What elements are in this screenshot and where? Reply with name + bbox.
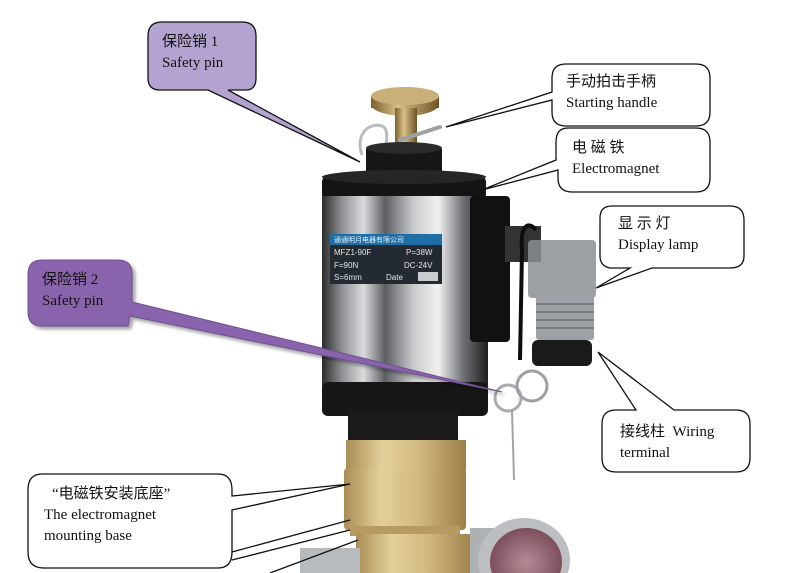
callout-mounting-base-en1: The electromagnet (44, 507, 157, 523)
nameplate-date-label: Date (386, 273, 403, 282)
callout-display-lamp: 显 示 灯 Display lamp (618, 214, 738, 256)
callout-starting-handle-bubble (445, 63, 711, 128)
callout-starting-handle-en: Starting handle (566, 95, 658, 111)
callout-starting-handle: 手动拍击手柄 Starting handle (566, 72, 657, 114)
nameplate-force: F=90N (334, 261, 359, 270)
callout-wiring-terminal-en2: terminal (620, 445, 670, 461)
callout-safety-pin-2-en: Safety pin (42, 293, 104, 309)
callout-safety-pin-1-cn: 保险销 1 (162, 34, 219, 50)
callout-mounting-base-cn: “电磁铁安装底座” (52, 486, 171, 502)
nameplate-company: 通通明月电器有限公司 (334, 237, 404, 244)
callout-safety-pin-1-bubble (147, 21, 361, 163)
starting-handle-knob (371, 87, 439, 144)
callout-starting-handle-cn: 手动拍击手柄 (566, 74, 657, 90)
callout-safety-pin-2-bubble (27, 259, 503, 393)
callout-electromagnet-en: Electromagnet (572, 161, 660, 177)
callout-wiring-terminal-bubble (597, 351, 751, 473)
callout-display-lamp-en: Display lamp (618, 237, 699, 253)
callout-safety-pin-1-en: Safety pin (162, 55, 224, 71)
callout-wiring-terminal-line1: 接线柱 Wiring (620, 424, 715, 440)
callout-safety-pin-2: 保险销 2 Safety pin (42, 270, 103, 312)
callout-electromagnet-cn: 电 磁 铁 (572, 140, 625, 156)
callout-mounting-base-bubble (27, 473, 359, 573)
nameplate-voltage: DC-24V (404, 261, 433, 270)
nameplate-power: P=38W (406, 248, 433, 257)
nameplate-stroke: S=6mm (334, 273, 362, 282)
callout-wiring-terminal: 接线柱 Wiring terminal (620, 422, 714, 464)
nameplate-model: MFZ1-90F (334, 248, 372, 257)
callout-safety-pin-2-cn: 保险销 2 (42, 272, 99, 288)
callout-mounting-base: “电磁铁安装底座” The electromagnet mounting bas… (44, 484, 226, 547)
callout-safety-pin-1: 保险销 1 Safety pin (162, 32, 223, 74)
callout-display-lamp-cn: 显 示 灯 (618, 216, 671, 232)
callout-mounting-base-en2: mounting base (44, 528, 132, 544)
callout-display-lamp-bubble (595, 205, 745, 289)
callout-electromagnet: 电 磁 铁 Electromagnet (572, 138, 694, 180)
callout-electromagnet-bubble (481, 127, 711, 193)
